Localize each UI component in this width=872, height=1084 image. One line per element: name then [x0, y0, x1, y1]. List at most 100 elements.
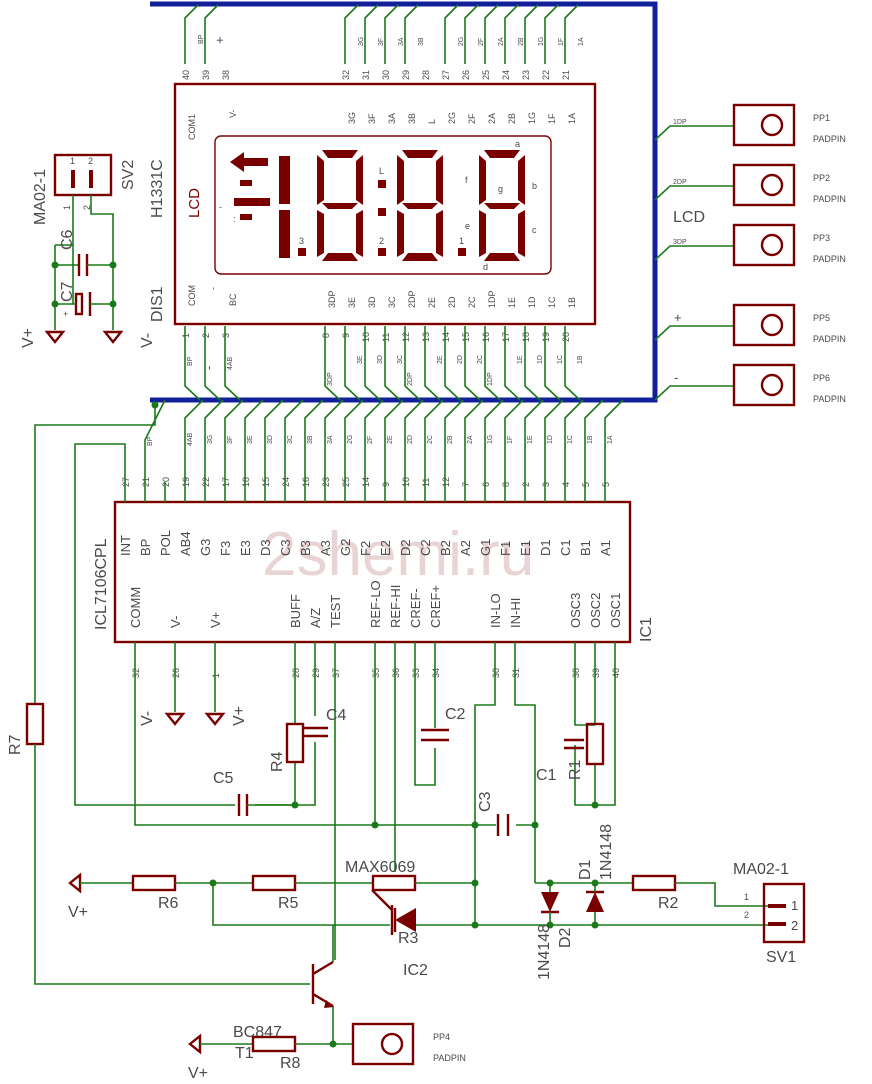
- sv1-connector: 1 2 1 2 MA02-1 SV1: [733, 861, 806, 966]
- component-ref: D1: [577, 859, 594, 880]
- pin-number: 40: [181, 70, 191, 80]
- ic1-pin-number: 19: [181, 477, 191, 487]
- pin-number: 20: [561, 332, 571, 342]
- display-top-pin-numbers: 40 39 38 32 31 30 29 28 27 26 25 24 23 2…: [181, 70, 571, 80]
- pin-number: 2: [791, 918, 798, 933]
- net-label: 2F: [367, 436, 374, 444]
- display-pin-label: 2A: [487, 113, 497, 124]
- ic1-pin-number: 7: [461, 482, 471, 487]
- pin-number: 9: [341, 333, 351, 338]
- display-pin-label: 1B: [567, 297, 577, 308]
- ic1-pin-name: BP: [138, 539, 153, 556]
- ic1-pin-number: 39: [591, 668, 601, 678]
- net-label: 3DP: [327, 372, 334, 386]
- ic1-pin-name: B1: [578, 540, 593, 556]
- pin-number: 30: [381, 70, 391, 80]
- ic1-pin-name: OSC1: [608, 593, 623, 628]
- net-label: +: [674, 310, 682, 325]
- display-bottom-pin-numbers: 1 2 3 8 9 10 11 12 13 14 15 16 17 18 19 …: [181, 332, 571, 342]
- pad-pp2: 2DP PP2 PADPIN: [654, 163, 846, 207]
- ic1-pin-name: OSC2: [588, 593, 603, 628]
- net-label: 3F: [227, 436, 234, 444]
- component-ref: R2: [658, 895, 679, 912]
- net-label: 1A: [607, 435, 614, 444]
- top-bus-wires: [184, 4, 579, 64]
- net-label: 1F: [558, 38, 565, 46]
- pad-type: PADPIN: [813, 334, 846, 344]
- net-label: 3G: [207, 435, 214, 444]
- net-label: 2DP: [673, 179, 687, 186]
- ic1-pin-number: 8: [501, 482, 511, 487]
- net-label: 3DP: [673, 239, 687, 246]
- display-pin-label: 3A: [387, 113, 397, 124]
- display-pin-label: 2DP: [407, 290, 417, 308]
- net-label: BP: [187, 356, 194, 366]
- component-ref: SV2: [120, 160, 137, 190]
- ic1-pin-number: 14: [361, 477, 371, 487]
- ic1-pin-name: IN-HI: [508, 598, 523, 628]
- pin-number: 27: [441, 70, 451, 80]
- ic1-pin-name: POL: [158, 530, 173, 556]
- ic1-ref: IC1: [638, 617, 655, 642]
- net-label: 3C: [287, 435, 294, 444]
- vref-network: V+ R6 R5 MAX6069 R3 IC2: [68, 859, 595, 979]
- lcd-display: H1331C DIS1 LCD COM1 V- 3G 3F 3A 3B L 2G…: [149, 82, 597, 326]
- pin-number: 17: [501, 332, 511, 342]
- net-label: 1G: [487, 435, 494, 444]
- watermark: 2shemi.ru: [262, 520, 534, 589]
- pad-ref: PP2: [813, 173, 830, 183]
- pad-ref: PP5: [813, 313, 830, 323]
- display-pin-label: COM: [187, 285, 197, 306]
- r1: R1: [567, 722, 605, 780]
- ic1-pin-name: BUFF: [288, 594, 303, 628]
- pad-ref: PP4: [433, 1032, 450, 1042]
- net-label: 3E: [247, 435, 254, 444]
- pin-number: 31: [361, 70, 371, 80]
- ic1-pin-number: 23: [321, 477, 331, 487]
- ic1-pin-number: 21: [141, 477, 151, 487]
- net-label: 1DP: [673, 119, 687, 126]
- display-pin-label: V-: [228, 109, 238, 118]
- net-label: BP: [147, 436, 154, 446]
- segment-letter: e: [465, 221, 470, 231]
- ic1-pin-number: 11: [421, 478, 431, 487]
- svg-text::: :: [233, 214, 236, 224]
- pin-number: 1: [744, 892, 749, 902]
- net-label: 1DP: [487, 372, 494, 386]
- ic1-bottom-wiring: V- V+: [134, 662, 616, 960]
- net-label: 2E: [437, 355, 444, 364]
- ic1-pin-number: 26: [171, 668, 181, 678]
- ic1-pin-number: 35: [371, 668, 381, 678]
- display-pin-label: 2E: [427, 297, 437, 308]
- display-type: H1331C: [149, 159, 166, 218]
- component-ref: R3: [398, 930, 419, 947]
- pad-pp3: 3DP PP3 PADPIN: [654, 223, 846, 267]
- component-ref: R7: [7, 734, 24, 755]
- pin-number: 1: [62, 205, 72, 210]
- ic1-pin-name: G3: [198, 539, 213, 556]
- display-pin-label: 1DP: [487, 290, 497, 308]
- ic1-pin-name: F3: [218, 541, 233, 556]
- ic1-type: ICL7106CPL: [93, 538, 110, 630]
- component-type: MAX6069: [345, 859, 415, 876]
- ic1-pin-name: F1: [498, 541, 513, 556]
- ic1-pin-number: 28: [291, 668, 301, 678]
- supply-label: V-: [139, 333, 156, 348]
- pin-number: 13: [421, 332, 431, 342]
- ic1-pin-name: C3: [278, 539, 293, 556]
- c4: C4: [303, 707, 347, 738]
- pin-number: 2: [88, 156, 93, 166]
- ic1-pin-name: REF-LO: [368, 580, 383, 628]
- pad-type: PADPIN: [433, 1053, 466, 1063]
- segment-letter: c: [532, 225, 537, 235]
- net-label: 2G: [458, 37, 465, 46]
- pin-number: 2: [744, 910, 749, 920]
- ic1-pin-number: 34: [431, 668, 441, 678]
- ic1-pin-name: A3: [318, 540, 333, 556]
- net-label: 1C: [557, 355, 564, 364]
- ic1-pin-number: 27: [121, 477, 131, 487]
- pin-number: 22: [541, 70, 551, 80]
- ic1-pin-number: 12: [441, 477, 451, 487]
- display-pin-label: 2C: [467, 296, 477, 308]
- pin-number: 29: [401, 70, 411, 80]
